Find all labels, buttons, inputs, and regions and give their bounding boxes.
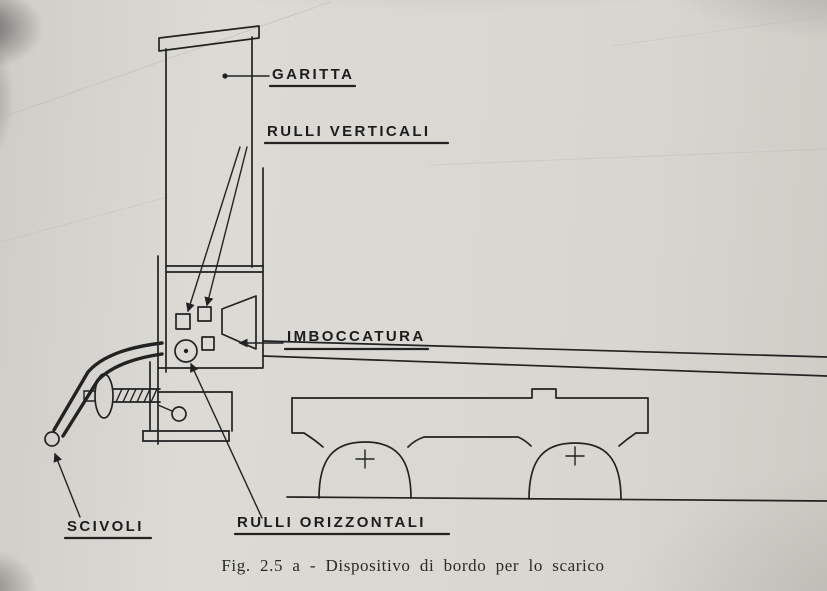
shaft-hatch xyxy=(129,388,137,403)
frame-bottom-right xyxy=(618,432,637,447)
bracket-pin xyxy=(171,406,187,422)
shaft-hatch xyxy=(115,388,123,403)
label-garitta: GARITTA xyxy=(272,66,354,83)
wheel-left xyxy=(318,441,412,499)
handwheel xyxy=(94,373,114,419)
horizontal-roller-circle xyxy=(174,339,198,363)
scivoli-leader xyxy=(53,452,81,518)
shaft-hatch xyxy=(136,388,144,403)
figure-caption: Fig. 2.5 a - Dispositivo di bordo per lo… xyxy=(221,556,604,575)
roller-guide-block xyxy=(201,336,215,351)
label-scivoli: SCIVOLI xyxy=(67,518,144,535)
labels: GARITTA RULLI VERTICALI IMBOCCATURA SCIV… xyxy=(63,66,451,540)
scratch-line xyxy=(611,15,827,47)
garitta-column xyxy=(157,25,264,445)
ground xyxy=(286,496,827,502)
bracket-link xyxy=(157,404,173,412)
wheels xyxy=(318,441,622,500)
scratch-line xyxy=(0,1,331,119)
column-cap xyxy=(158,25,260,52)
roller-center-dot xyxy=(183,348,189,354)
wagon-body-lines xyxy=(262,340,827,377)
vertical-roller-right xyxy=(197,306,212,322)
label-imboccatura: IMBOCCATURA xyxy=(287,328,426,345)
label-rulli-orizzontali: RULLI ORIZZONTALI xyxy=(237,514,426,531)
wheel-right xyxy=(528,442,622,500)
leader-lines xyxy=(53,73,284,519)
shaft-hatch xyxy=(150,388,158,403)
wagon-lower-edge xyxy=(262,355,827,377)
chute-upper-rail xyxy=(52,341,164,432)
frame-left-end xyxy=(291,397,305,434)
frame-bottom-mid xyxy=(407,436,532,448)
wagon-top-edge xyxy=(262,340,827,358)
frame-bottom-left xyxy=(303,432,324,448)
garitta-leader-dot xyxy=(222,73,228,79)
chute-end-roller xyxy=(44,431,60,447)
ground-line xyxy=(286,496,827,502)
label-rulli-verticali: RULLI VERTICALI xyxy=(267,123,431,140)
frame-top-right xyxy=(291,388,649,434)
shaft-hatch xyxy=(143,388,151,403)
scratch-line xyxy=(429,148,827,166)
imboccatura-mouth xyxy=(221,295,257,350)
horizontal-roller xyxy=(174,336,215,363)
scratch-line xyxy=(0,196,169,243)
wagon-underframe xyxy=(291,388,649,448)
vertical-rollers-leader-left xyxy=(186,146,241,313)
horizontal-roller-leader xyxy=(190,362,263,519)
vertical-rollers-leader-right xyxy=(204,146,248,307)
handwheel-mechanism xyxy=(83,373,161,419)
mouth-funnel xyxy=(221,295,257,350)
scan-scratches xyxy=(0,1,827,243)
support-bracket xyxy=(142,361,233,442)
vertical-rollers xyxy=(175,306,212,330)
vertical-roller-left xyxy=(175,313,191,330)
shaft-hatch xyxy=(122,388,130,403)
